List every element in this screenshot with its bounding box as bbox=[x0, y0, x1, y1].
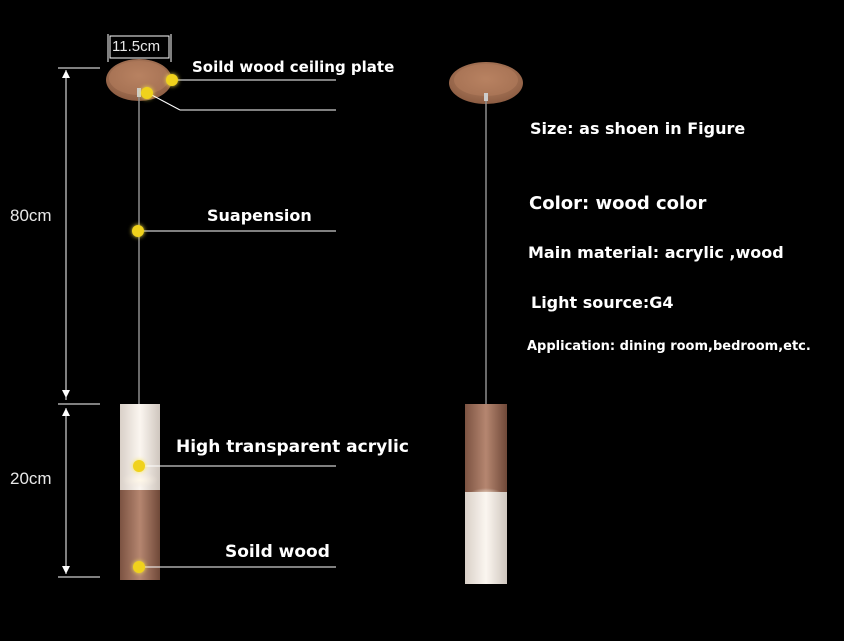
callout-lines bbox=[144, 79, 336, 568]
callout-ceiling-plate: Soild wood ceiling plate bbox=[192, 58, 395, 76]
callout-suspension: Suapension bbox=[207, 206, 312, 225]
spec-application: Application: dining room,bedroom,etc. bbox=[527, 339, 811, 354]
left-lamp bbox=[106, 59, 172, 580]
spec-size: Size: as shoen in Figure bbox=[530, 119, 746, 138]
spec-color: Color: wood color bbox=[529, 193, 707, 214]
marker-suspension bbox=[132, 225, 144, 237]
callout-acrylic: High transparent acrylic bbox=[176, 437, 409, 457]
callout-wood: Soild wood bbox=[225, 542, 330, 562]
marker-acrylic bbox=[133, 460, 145, 472]
cord-length-label: 80cm bbox=[10, 206, 52, 225]
lamp-height-label: 20cm bbox=[10, 469, 52, 488]
spec-material: Main material: acrylic ,wood bbox=[528, 243, 784, 262]
right-lamp bbox=[449, 62, 523, 584]
plate-width-dimension bbox=[107, 34, 172, 62]
spec-light: Light source:G4 bbox=[531, 293, 674, 312]
marker-plate-screw bbox=[141, 87, 153, 99]
plate-width-label: 11.5cm bbox=[112, 38, 161, 55]
marker-ceiling-plate bbox=[166, 74, 178, 86]
height-dimension bbox=[58, 67, 100, 578]
marker-wood bbox=[133, 561, 145, 573]
